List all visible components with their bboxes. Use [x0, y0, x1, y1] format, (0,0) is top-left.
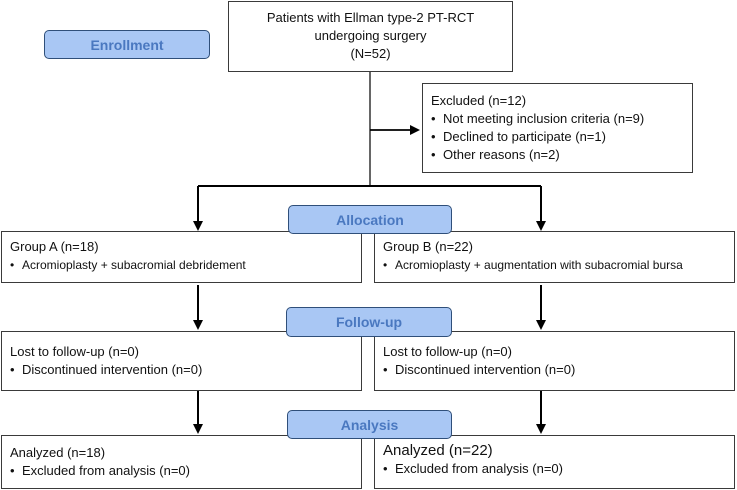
list-item: •Other reasons (n=2) — [431, 147, 560, 162]
list-item: •Discontinued intervention (n=0) — [383, 362, 576, 377]
group-b-analysis-title: Analyzed (n=22) — [383, 442, 493, 459]
group-a-followup-box: Lost to follow-up (n=0) •Discontinued in… — [1, 331, 362, 391]
stage-allocation: Allocation — [288, 205, 452, 234]
group-b-title: Group B (n=22) — [383, 239, 473, 254]
list-item: •Excluded from analysis (n=0) — [383, 461, 563, 476]
group-b-allocation-box: Group B (n=22) •Acromioplasty + augmenta… — [374, 231, 735, 283]
stage-followup-label: Follow-up — [335, 314, 403, 330]
list-item: •Discontinued intervention (n=0) — [10, 362, 203, 377]
list-item: •Acromioplasty + subacromial debridement — [10, 258, 246, 272]
group-b-followup-title: Lost to follow-up (n=0) — [383, 344, 512, 359]
excluded-title: Excluded (n=12) — [431, 93, 527, 108]
excluded-list: •Not meeting inclusion criteria (n=9) •D… — [431, 110, 692, 164]
stage-enrollment: Enrollment — [44, 30, 210, 59]
stage-followup: Follow-up — [286, 307, 452, 337]
stage-analysis-label: Analysis — [340, 416, 399, 433]
enrollment-count: (N=52) — [350, 46, 391, 61]
group-a-allocation-box: Group A (n=18) •Acromioplasty + subacrom… — [1, 231, 362, 283]
list-item: •Declined to participate (n=1) — [431, 129, 606, 144]
group-b-analysis-box: Analyzed (n=22) •Excluded from analysis … — [374, 435, 735, 489]
group-a-title: Group A (n=18) — [10, 239, 99, 254]
group-a-analysis-title: Analyzed (n=18) — [10, 445, 106, 460]
stage-enrollment-label: Enrollment — [90, 36, 164, 53]
stage-analysis: Analysis — [287, 410, 452, 439]
list-item: •Not meeting inclusion criteria (n=9) — [431, 111, 645, 126]
list-item: •Excluded from analysis (n=0) — [10, 463, 190, 478]
enrollment-line-1: Patients with Ellman type-2 PT-RCT — [266, 10, 475, 25]
group-b-followup-box: Lost to follow-up (n=0) •Discontinued in… — [374, 331, 735, 391]
stage-allocation-label: Allocation — [336, 211, 404, 228]
group-a-analysis-box: Analyzed (n=18) •Excluded from analysis … — [1, 435, 362, 489]
excluded-box: Excluded (n=12) •Not meeting inclusion c… — [422, 83, 693, 173]
group-a-followup-title: Lost to follow-up (n=0) — [10, 344, 139, 359]
enrollment-box: Patients with Ellman type-2 PT-RCT under… — [228, 1, 513, 72]
list-item: •Acromioplasty + augmentation with subac… — [383, 258, 683, 272]
enrollment-line-2: undergoing surgery — [314, 28, 427, 43]
